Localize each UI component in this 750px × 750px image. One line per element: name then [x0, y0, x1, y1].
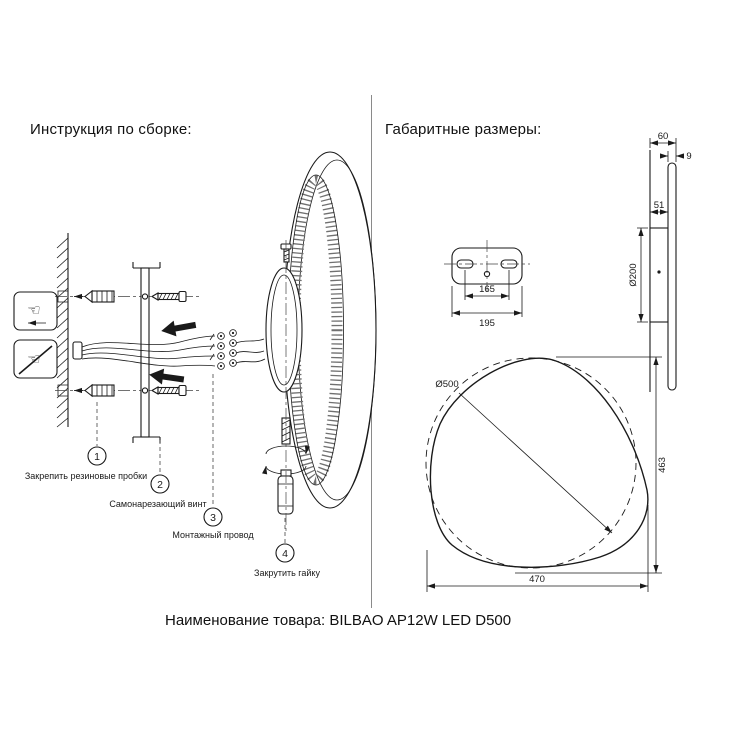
- mounting-bracket: [132, 262, 161, 443]
- lock-nut: [277, 469, 294, 515]
- dim-bracket-depth: 51: [654, 200, 665, 211]
- wall-grommet: [72, 341, 83, 360]
- product-name: Наименование товара: BILBAO AP12W LED D5…: [165, 612, 512, 629]
- dimensions-title: Габаритные размеры:: [385, 121, 542, 138]
- step-3-marker: [203, 507, 223, 527]
- wire-bundle: [72, 335, 216, 367]
- step-3-label: Монтажный провод: [172, 530, 254, 540]
- wall: [56, 233, 69, 428]
- step-1-label: Закрепить резиновые пробки: [25, 471, 147, 481]
- wall-holes: [57, 290, 68, 397]
- dim-depth: 60: [658, 131, 669, 142]
- rubber-plugs: [74, 289, 115, 398]
- terminal-connectors: [209, 329, 266, 370]
- dim-hole-spacing: 165: [479, 284, 495, 295]
- dim-thickness: 9: [686, 151, 691, 162]
- step-4-marker: [275, 543, 295, 563]
- diameter-circle: [425, 357, 637, 569]
- step-4-number: 4: [282, 548, 288, 560]
- assembly-title: Инструкция по сборке:: [30, 121, 192, 138]
- dimensions-diagram: 165 195 60 9 51: [425, 131, 692, 592]
- lamp-front-view: Ø500 463 470: [425, 356, 668, 592]
- assembly-steps: 1 Закрепить резиновые пробки 2 Самонарез…: [25, 374, 320, 578]
- step-1-number: 1: [94, 451, 100, 463]
- back-plate-profile: [649, 227, 669, 323]
- lamp-shape: [429, 357, 649, 568]
- dim-width: 470: [529, 574, 545, 585]
- mounting-cup: [265, 267, 303, 393]
- lamp-side-view: 60 9 51 Ø200: [628, 131, 692, 392]
- hand-press-icon: ☜: [27, 302, 40, 319]
- step-4-label: Закрутить гайку: [254, 568, 320, 578]
- step-2-label: Самонарезающий винт: [109, 499, 206, 509]
- lamp-body: [265, 151, 377, 509]
- disc-profile: [667, 162, 677, 391]
- push-arrow-top: [161, 320, 197, 337]
- plate-top-view: 165 195: [444, 240, 530, 329]
- dim-plate-diameter: Ø200: [628, 263, 639, 286]
- self-tapping-screws: [150, 290, 187, 397]
- step-2-number: 2: [157, 479, 163, 491]
- push-arrow-bottom: [149, 368, 185, 385]
- dim-plate-width: 195: [479, 318, 495, 329]
- step-1-marker: [87, 446, 107, 466]
- hint-boxes: ☜ ☜: [13, 291, 58, 379]
- assembly-diagram: 1 Закрепить резиновые пробки 2 Самонарез…: [13, 151, 377, 578]
- dim-height: 463: [657, 457, 668, 473]
- step-2-marker: [150, 474, 170, 494]
- dim-diameter: Ø500: [435, 379, 458, 390]
- prohibition-line: [18, 345, 53, 375]
- step-3-number: 3: [210, 512, 216, 524]
